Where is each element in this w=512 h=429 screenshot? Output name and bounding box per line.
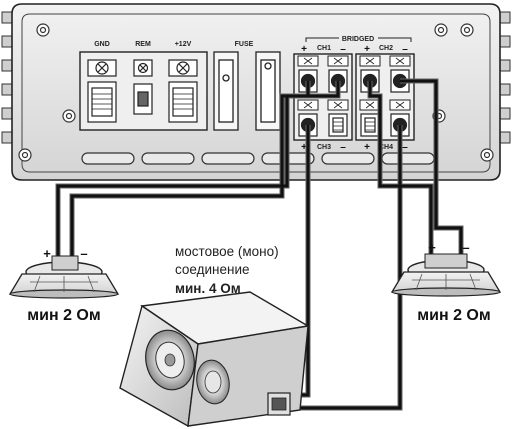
subwoofer-note-line2: соединение bbox=[175, 262, 250, 277]
ch2-label: CH2 bbox=[379, 45, 393, 52]
vent-slots bbox=[81, 152, 435, 165]
mounting-screws bbox=[18, 23, 494, 162]
ch3-minus: – bbox=[340, 142, 346, 153]
right-speaker-plus: + bbox=[428, 240, 436, 255]
right-speaker: + – мин 2 Ом bbox=[390, 240, 502, 324]
subwoofer-driver-icon bbox=[145, 329, 230, 405]
bridged-label: BRIDGED bbox=[342, 36, 374, 43]
ch1-minus: – bbox=[340, 44, 346, 55]
left-speaker-plus: + bbox=[43, 246, 51, 261]
subwoofer-note: мостовое (моно) соединение мин. 4 Ом bbox=[175, 244, 279, 296]
rem-label: REM bbox=[135, 41, 151, 48]
gnd-terminal bbox=[87, 59, 117, 123]
subwoofer-box bbox=[119, 291, 311, 428]
left-heatsink bbox=[1, 11, 15, 144]
power-terminal-block: GND REM +12V bbox=[79, 41, 208, 131]
ch4-plus: + bbox=[364, 142, 370, 153]
left-speaker-minus: – bbox=[80, 246, 87, 261]
speaker-icon bbox=[8, 255, 120, 299]
left-speaker-impedance: мин 2 Ом bbox=[27, 307, 100, 324]
gnd-label: GND bbox=[94, 41, 110, 48]
ch1-plus: + bbox=[301, 44, 307, 55]
right-speaker-impedance: мин 2 Ом bbox=[417, 307, 490, 324]
plus12v-label: +12V bbox=[175, 41, 192, 48]
right-speaker-minus: – bbox=[462, 240, 469, 255]
subwoofer-note-line3: мин. 4 Ом bbox=[175, 281, 241, 296]
left-speaker: + – мин 2 Ом bbox=[8, 246, 120, 324]
speaker-icon bbox=[390, 253, 502, 297]
rem-terminal bbox=[133, 59, 153, 115]
ch4-label: CH4 bbox=[379, 144, 393, 151]
fuse-label: FUSE bbox=[235, 41, 254, 48]
fuse-block: FUSE bbox=[213, 41, 281, 131]
ch3-plus: + bbox=[301, 142, 307, 153]
subwoofer-note-line1: мостовое (моно) bbox=[175, 244, 279, 259]
ch1-label: CH1 bbox=[317, 45, 331, 52]
ch3-label: CH3 bbox=[317, 144, 331, 151]
ch4-minus: – bbox=[402, 142, 408, 153]
ch2-minus: – bbox=[402, 44, 408, 55]
wires bbox=[55, 78, 464, 411]
ch2-plus: + bbox=[364, 44, 370, 55]
plus12v-terminal bbox=[168, 59, 198, 123]
